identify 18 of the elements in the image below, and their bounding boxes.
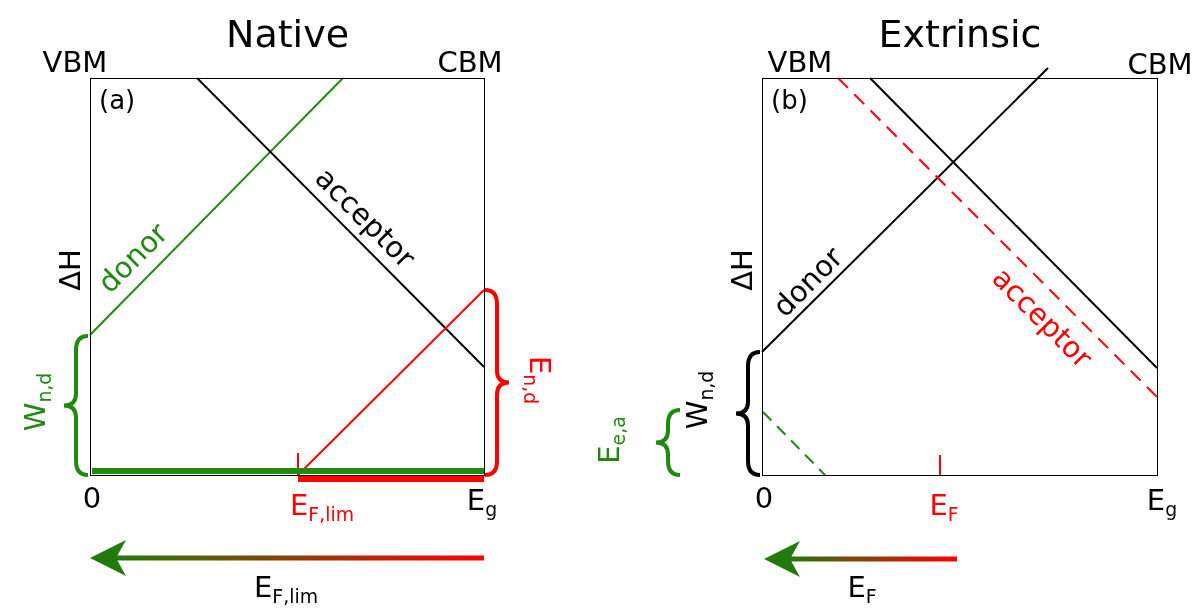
axis-label: CBM: [437, 45, 503, 79]
panel-label: (a): [99, 85, 136, 115]
tick-label: E$_{g}$: [466, 483, 498, 523]
tick-label: 0: [754, 481, 774, 515]
tick-label: E$_{F,lim}$: [290, 488, 354, 528]
tick-label: E$_{g}$: [1146, 483, 1178, 523]
axis-label: VBM: [767, 45, 833, 79]
tick-label: 0: [82, 481, 102, 515]
panel-title: Extrinsic: [877, 12, 1043, 56]
panel-title: Native: [224, 12, 350, 56]
tick-label: E$_{F}$: [929, 488, 959, 528]
arrow-label: E$_{F}$: [847, 570, 877, 610]
axis-title: ΔH: [725, 249, 759, 291]
arrow-label: E$_{F,lim}$: [254, 570, 318, 610]
axis-label: CBM: [1127, 47, 1193, 81]
axis-label: VBM: [42, 45, 108, 79]
panel-label: (b): [771, 85, 808, 115]
axis-title: ΔH: [53, 249, 87, 291]
